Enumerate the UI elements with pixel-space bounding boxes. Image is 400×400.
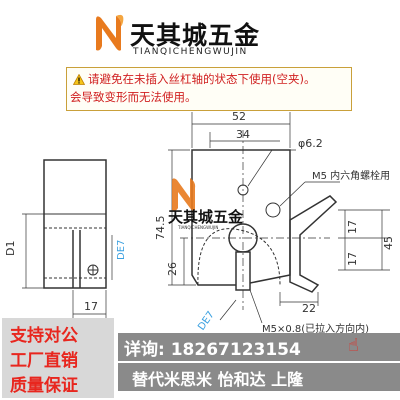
dim-de7-front: DE7: [196, 310, 217, 333]
badge-line-2: 工厂直销: [10, 351, 78, 371]
n-flame-logo-icon: [96, 14, 124, 51]
dim-17-right: 17: [346, 220, 359, 234]
dim-74-5: 74.5: [154, 216, 167, 241]
dim-52: 52: [232, 110, 246, 123]
warning-line-2: 会导致变形而无法使用。: [70, 90, 197, 104]
dim-22: 22: [302, 302, 316, 315]
click-hand-icon: ☝: [348, 335, 359, 356]
technical-drawing: 天其城五金 TIANQICHENGWUJIN D1 17 DE7 52 34 φ…: [4, 110, 395, 335]
watermark-pinyin: TIANQICHENGWUJIN: [177, 225, 218, 230]
brand-name: 天其城五金: [130, 21, 261, 50]
warning-triangle-icon: [73, 74, 85, 85]
badge-line-3: 质量保证: [10, 376, 78, 396]
warning-line-1: 请避免在未插入丝杠轴的状态下使用(空夹)。: [88, 72, 316, 86]
side-view-block: [43, 159, 107, 289]
dim-d1: D1: [4, 241, 17, 256]
dim-45: 45: [382, 236, 395, 250]
badge-line-1: 支持对公: [10, 326, 78, 346]
watermark-name: 天其城五金: [168, 208, 244, 226]
compat-brands: 替代米思米 怡和达 上隆: [132, 370, 304, 389]
lever-handle: [289, 195, 338, 293]
dim-26: 26: [166, 262, 179, 276]
brand-pinyin: TIANQICHENGWUJIN: [133, 47, 248, 57]
side-badge: 支持对公 工厂直销 质量保证: [2, 318, 114, 398]
dim-17-lower: 17: [346, 252, 359, 266]
dim-34: 34: [236, 128, 250, 141]
compat-bar: [118, 363, 400, 391]
contact-phone[interactable]: 详询: 18267123154: [124, 340, 301, 360]
warning-box: [66, 67, 352, 111]
dim-17-side: 17: [84, 300, 98, 313]
dim-de7-side: DE7: [116, 240, 127, 260]
dim-hole-dia: φ6.2: [298, 137, 323, 150]
contact-bar: [118, 333, 400, 361]
callout-m5-bottom: M5×0.8(已拉入方向内): [262, 322, 369, 335]
watermark: 天其城五金 TIANQICHENGWUJIN: [168, 178, 244, 230]
callout-m5-bolt: M5 内六角螺栓用: [312, 169, 390, 182]
